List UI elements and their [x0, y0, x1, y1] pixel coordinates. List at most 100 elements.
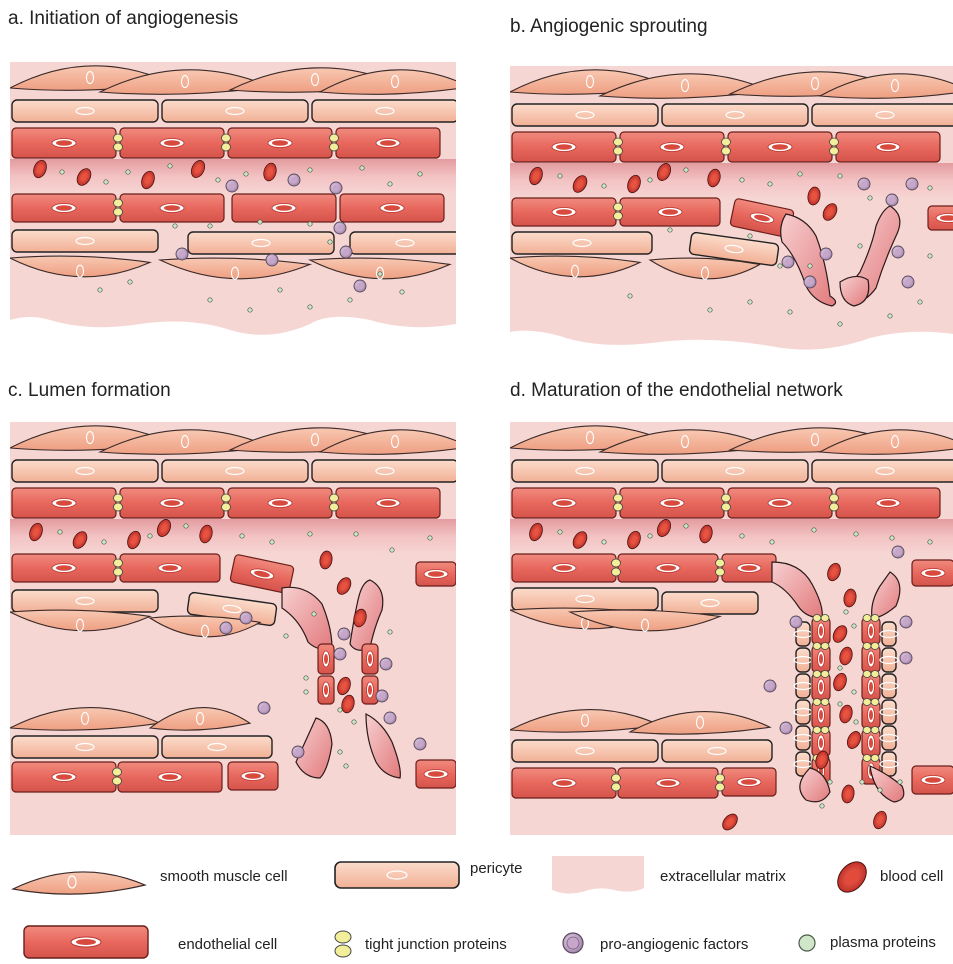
plasma-protein: [168, 164, 172, 168]
plasma-protein: [388, 630, 392, 634]
endothelial-cell: [12, 488, 116, 518]
panel-d-title: d. Maturation of the endothelial network: [510, 380, 843, 402]
endothelial-cell: [228, 128, 332, 158]
plasma-protein: [838, 174, 842, 178]
plasma-protein: [684, 524, 688, 528]
pericyte: [662, 104, 808, 126]
pericyte: [794, 674, 812, 698]
extracellular-matrix-icon: [552, 856, 644, 896]
pro-angiogenic-factor: [902, 276, 914, 288]
pericyte: [812, 460, 953, 482]
pericyte: [512, 588, 658, 610]
endothelial-cell: [862, 646, 880, 672]
plasma-protein: [852, 624, 856, 628]
endothelial-cell: [928, 206, 953, 230]
pro-angiogenic-factor: [334, 222, 346, 234]
pericyte: [662, 592, 758, 614]
plasma-protein: [284, 634, 288, 638]
plasma-protein: [308, 532, 312, 536]
plasma-protein: [360, 166, 364, 170]
pericyte: [162, 460, 308, 482]
smooth-muscle-cell: [10, 708, 160, 731]
endothelial-cell: [812, 702, 830, 728]
plasma-protein: [248, 308, 252, 312]
endothelial-cell: [722, 554, 776, 582]
plasma-protein: [854, 532, 858, 536]
pericyte: [188, 232, 334, 254]
pro-angiogenic-factor: [340, 246, 352, 258]
plasma-protein: [216, 178, 220, 182]
endothelial-cell: [120, 128, 224, 158]
plasma-protein: [338, 750, 342, 754]
pro-angiogenic-factor: [886, 194, 898, 206]
blood-cell: [838, 646, 854, 666]
pericyte: [880, 700, 898, 724]
plasma-protein: [308, 168, 312, 172]
pro-angiogenic-factor: [288, 174, 300, 186]
plasma-protein: [352, 720, 356, 724]
legend-pericyte: pericyte: [470, 860, 523, 877]
plasma-protein: [844, 610, 848, 614]
plasma-protein: [890, 536, 894, 540]
plasma-protein: [418, 172, 422, 176]
blood-cell: [340, 694, 356, 714]
endothelial-cell: [618, 768, 718, 798]
panel-b-title: b. Angiogenic sprouting: [510, 16, 708, 38]
plasma-protein: [838, 666, 842, 670]
smooth-muscle-cell: [630, 712, 770, 735]
endothelial-cell: [836, 132, 940, 162]
panel-a-illustration: [10, 62, 456, 342]
plasma-protein: [304, 690, 308, 694]
pro-angiogenic-factor: [334, 648, 346, 660]
plasma-protein: [648, 178, 652, 182]
endothelial-cell: [618, 554, 718, 582]
plasma-protein-icon: [796, 932, 818, 954]
endothelial-tip-cell: [282, 587, 332, 649]
plasma-protein: [128, 280, 132, 284]
plasma-protein: [304, 676, 308, 680]
legend-endothelial-cell: endothelial cell: [178, 936, 277, 953]
endothelial-cell: [512, 554, 616, 582]
plasma-protein: [338, 708, 342, 712]
endothelial-cell: [12, 128, 116, 158]
endothelial-tip-cell: [366, 714, 400, 778]
endothelial-cell: [812, 646, 830, 672]
plasma-protein: [184, 524, 188, 528]
plasma-protein: [778, 264, 782, 268]
endothelial-cell: [362, 676, 378, 704]
endothelial-cell: [120, 194, 224, 222]
plasma-protein: [102, 540, 106, 544]
blood-cell: [830, 623, 849, 645]
endothelial-cell: [416, 562, 456, 586]
plasma-protein: [258, 220, 262, 224]
blood-cell: [335, 675, 352, 696]
endothelial-cell: [912, 766, 953, 794]
pro-angiogenic-factor: [764, 680, 776, 692]
plasma-protein: [928, 186, 932, 190]
plasma-protein: [173, 224, 177, 228]
pro-angiogenic-factor: [354, 280, 366, 292]
panel-a-title: a. Initiation of angiogenesis: [8, 8, 238, 30]
endothelial-cell: [862, 702, 880, 728]
endothelial-cell: [862, 730, 880, 756]
plasma-protein: [558, 174, 562, 178]
plasma-protein: [808, 264, 812, 268]
panel-b-illustration: [510, 66, 953, 356]
panel-d-svg: [510, 422, 953, 835]
pericyte: [512, 740, 658, 762]
plasma-protein: [602, 184, 606, 188]
panel-a-svg: [10, 62, 456, 342]
blood-cell: [871, 809, 888, 830]
pro-angiogenic-factor: [220, 622, 232, 634]
plasma-protein: [868, 196, 872, 200]
pericyte: [662, 460, 808, 482]
pericyte: [162, 100, 308, 122]
plasma-protein: [348, 298, 352, 302]
plasma-protein: [308, 305, 312, 309]
plasma-protein: [400, 290, 404, 294]
pro-angiogenic-factor: [414, 738, 426, 750]
plasma-protein: [898, 780, 902, 784]
pro-angiogenic-factor: [780, 722, 792, 734]
endothelial-cell: [120, 488, 224, 518]
smooth-muscle-cell: [10, 610, 150, 631]
